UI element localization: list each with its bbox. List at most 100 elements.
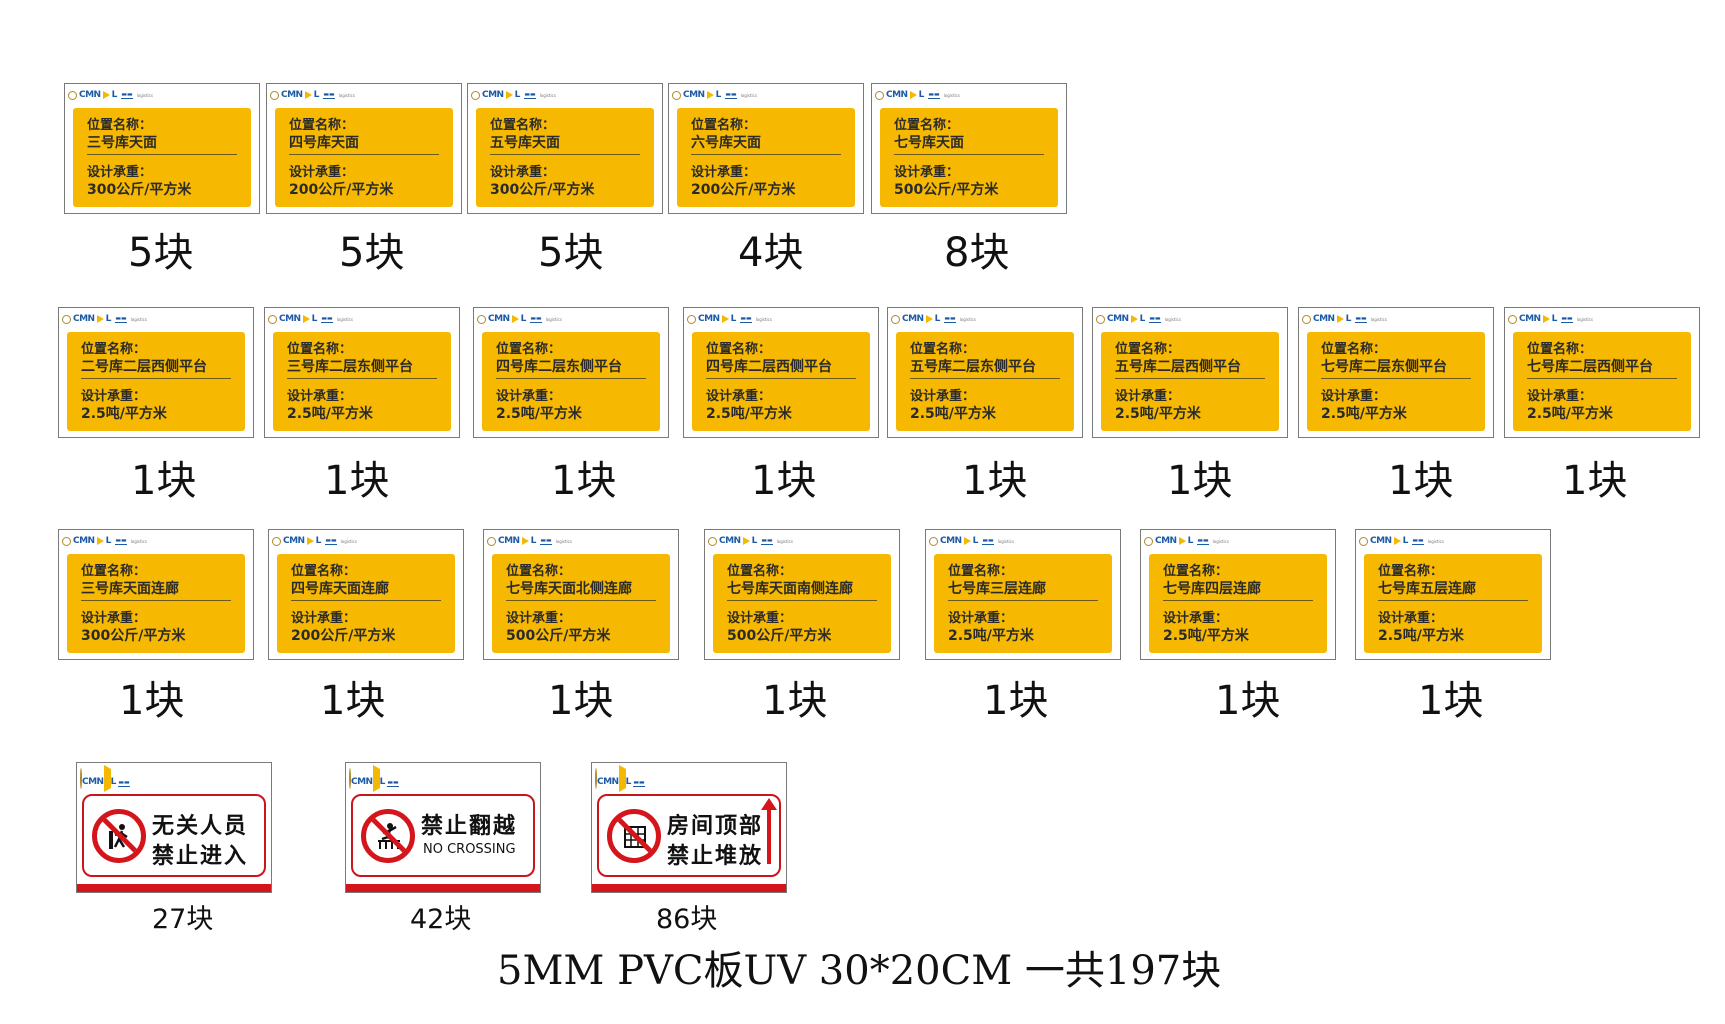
divider (691, 154, 841, 155)
divider (910, 378, 1060, 379)
location-value: 七号库五层连廊 (1378, 581, 1476, 597)
load-label: 设计承重： (291, 611, 357, 626)
yellow-panel: 位置名称： 七号库天面南侧连廊 设计承重： 500公斤/平方米 (713, 554, 891, 653)
location-value: 三号库二层东侧平台 (287, 359, 413, 375)
divider (1115, 378, 1265, 379)
load-label: 设计承重： (490, 165, 556, 180)
warning-panel: 禁止翻越 NO CROSSING (351, 794, 535, 877)
quantity-label: 1块 (1418, 678, 1484, 724)
load-label: 设计承重： (287, 389, 353, 404)
location-value: 七号库二层东侧平台 (1321, 359, 1447, 375)
load-value: 2.5吨/平方米 (1321, 406, 1407, 422)
load-value: 200公斤/平方米 (289, 182, 394, 198)
load-value: 200公斤/平方米 (691, 182, 796, 198)
yellow-panel: 位置名称： 五号库天面 设计承重： 300公斤/平方米 (476, 108, 654, 207)
load-label: 设计承重： (1527, 389, 1593, 404)
load-label: 设计承重： (948, 611, 1014, 626)
quantity-label: 1块 (1215, 678, 1281, 724)
location-value: 五号库天面 (490, 135, 560, 151)
quantity-label: 1块 (324, 458, 390, 504)
quantity-label: 42块 (410, 904, 472, 935)
quantity-label: 1块 (551, 458, 617, 504)
quantity-label: 1块 (1167, 458, 1233, 504)
load-label: 设计承重： (706, 389, 772, 404)
location-label: 位置名称： (287, 342, 353, 357)
load-value: 200公斤/平方米 (291, 628, 396, 644)
load-value: 2.5吨/平方米 (81, 406, 167, 422)
location-value: 五号库二层东侧平台 (910, 359, 1036, 375)
divider (506, 600, 656, 601)
location-label: 位置名称： (948, 564, 1014, 579)
load-label: 设计承重： (691, 165, 757, 180)
location-label: 位置名称： (910, 342, 976, 357)
load-value: 2.5吨/平方米 (496, 406, 582, 422)
load-value: 2.5吨/平方米 (287, 406, 373, 422)
location-value: 三号库天面 (87, 135, 157, 151)
location-value: 四号库二层西侧平台 (706, 359, 832, 375)
divider (287, 378, 437, 379)
load-value: 500公斤/平方米 (894, 182, 999, 198)
load-value: 2.5吨/平方米 (948, 628, 1034, 644)
divider (289, 154, 439, 155)
quantity-label: 5块 (128, 230, 194, 276)
yellow-panel: 位置名称： 四号库天面 设计承重： 200公斤/平方米 (275, 108, 453, 207)
yellow-panel: 位置名称： 七号库五层连廊 设计承重： 2.5吨/平方米 (1364, 554, 1542, 653)
quantity-label: 1块 (320, 678, 386, 724)
location-value: 四号库天面 (289, 135, 359, 151)
location-label: 位置名称： (496, 342, 562, 357)
yellow-panel: 位置名称： 四号库天面连廊 设计承重： 200公斤/平方米 (277, 554, 455, 653)
quantity-label: 5块 (339, 230, 405, 276)
quantity-label: 1块 (1388, 458, 1454, 504)
location-label: 位置名称： (81, 342, 147, 357)
warning-panel: 无关人员 禁止进入 (82, 794, 266, 877)
location-label: 位置名称： (691, 118, 757, 133)
yellow-panel: 位置名称： 四号库二层东侧平台 设计承重： 2.5吨/平方米 (482, 332, 660, 431)
location-value: 七号库二层西侧平台 (1527, 359, 1653, 375)
location-value: 五号库二层西侧平台 (1115, 359, 1241, 375)
yellow-panel: 位置名称： 七号库二层东侧平台 设计承重： 2.5吨/平方米 (1307, 332, 1485, 431)
no-entry-person-icon (92, 809, 146, 863)
divider (1163, 600, 1313, 601)
load-label: 设计承重： (894, 165, 960, 180)
location-value: 四号库二层东侧平台 (496, 359, 622, 375)
location-label: 位置名称： (1378, 564, 1444, 579)
divider (490, 154, 640, 155)
warning-text-line1: 禁止翻越 (421, 814, 518, 839)
location-value: 六号库天面 (691, 135, 761, 151)
divider (948, 600, 1098, 601)
yellow-panel: 位置名称： 二号库二层西侧平台 设计承重： 2.5吨/平方米 (67, 332, 245, 431)
warning-text-line1: 无关人员 (152, 814, 249, 839)
quantity-label: 1块 (1562, 458, 1628, 504)
load-label: 设计承重： (81, 611, 147, 626)
location-value: 二号库二层西侧平台 (81, 359, 207, 375)
divider (894, 154, 1044, 155)
load-value: 2.5吨/平方米 (910, 406, 996, 422)
yellow-panel: 位置名称： 三号库天面 设计承重： 300公斤/平方米 (73, 108, 251, 207)
location-label: 位置名称： (1163, 564, 1229, 579)
